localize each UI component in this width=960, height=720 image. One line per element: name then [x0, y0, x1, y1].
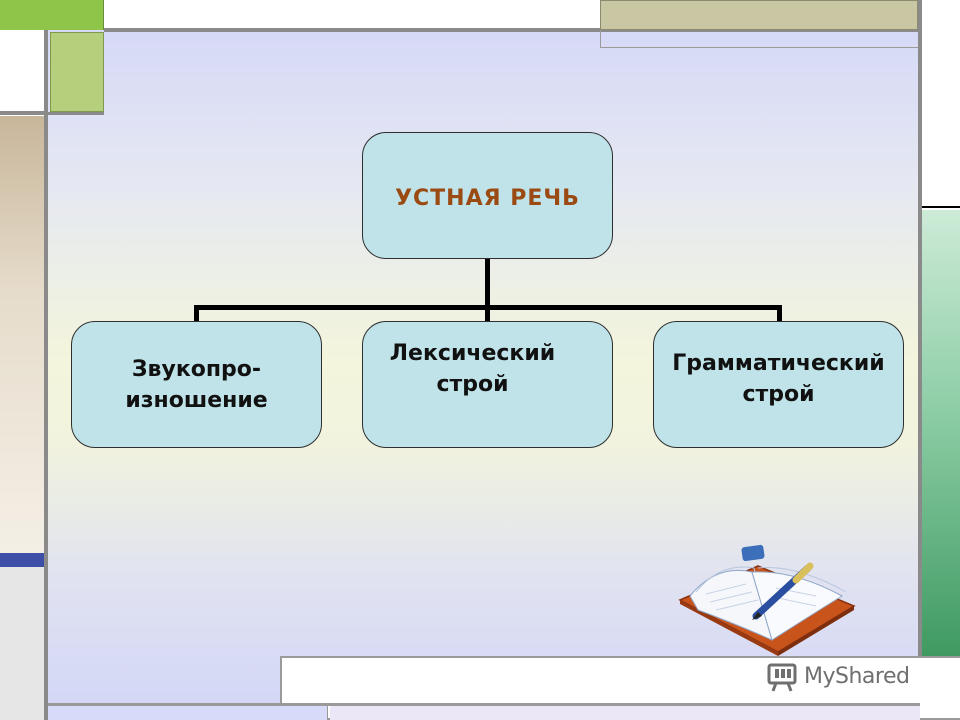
decor-right-white-panel: [922, 30, 960, 208]
watermark-text: MyShared: [804, 663, 910, 689]
decor-outline-bar: [600, 30, 960, 48]
connector-middle-drop: [485, 305, 490, 322]
decor-left-cross-rule: [0, 112, 104, 115]
connector-root-stem: [485, 259, 490, 309]
myshared-logo-icon: [767, 663, 797, 692]
decor-right-rule: [918, 0, 922, 720]
decor-green-strip: [922, 210, 960, 656]
decor-beige-strip: [0, 116, 44, 553]
decor-bottom-blue-band: [48, 706, 328, 720]
decor-gray-strip: [0, 567, 44, 720]
node-pronunciation: Звукопро- изношение: [71, 321, 322, 448]
decor-green-bar: [0, 0, 104, 30]
decor-panel-white: [0, 30, 44, 112]
node-oral-speech: УСТНАЯ РЕЧЬ: [362, 132, 613, 259]
decor-blue-band: [0, 553, 44, 567]
decor-top-rule: [104, 28, 920, 32]
pen-icon: [752, 562, 814, 620]
decor-bottom-rule: [48, 703, 920, 706]
node-grammatical-structure: Грамматический строй: [653, 321, 904, 448]
myshared-watermark: MyShared: [766, 658, 926, 694]
decor-bottom-pink-band: [330, 706, 920, 720]
connector-left-drop: [194, 305, 199, 322]
connector-right-drop: [777, 305, 782, 322]
decor-beige-bar: [600, 0, 918, 30]
decor-green-square: [50, 32, 104, 112]
decor-left-rule: [44, 30, 48, 720]
node-lexical-structure: Лексический строй: [362, 321, 613, 448]
open-book-icon: [676, 544, 856, 656]
